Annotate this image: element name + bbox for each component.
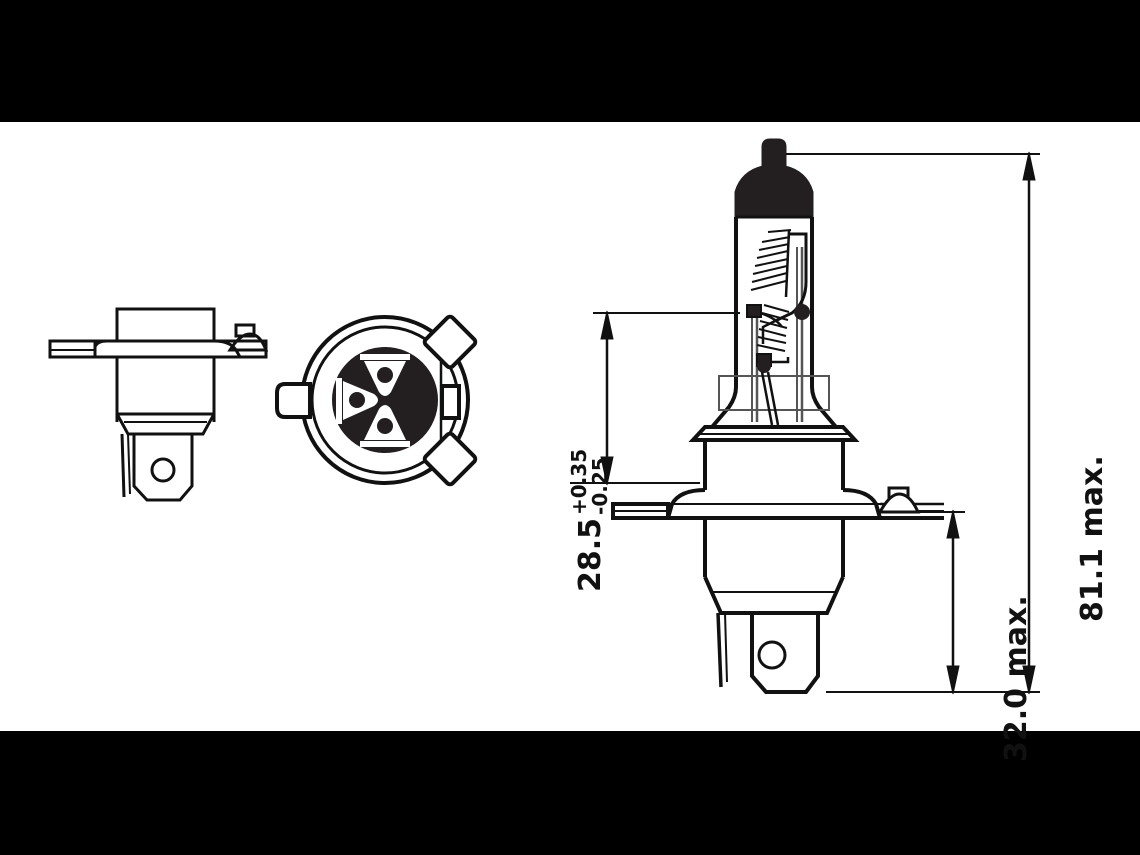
dim-285-value: 28.5 bbox=[573, 517, 608, 592]
view-bottom-base bbox=[275, 314, 478, 487]
letterbox-top-bar bbox=[0, 0, 1140, 122]
dim-285-tol-upper: +0.35 bbox=[567, 448, 591, 515]
contact-top bbox=[360, 354, 410, 396]
technical-drawing-canvas: 28.5+0.35-0.25 32.0 max. 81.1 max. bbox=[0, 122, 1140, 762]
contact-left bbox=[336, 378, 378, 424]
dimension-label-32-0: 32.0 max. bbox=[999, 595, 1034, 762]
lamp-drawing bbox=[48, 138, 1040, 695]
dim-285-tolerance: +0.35-0.25 bbox=[567, 448, 612, 515]
dimension-lines bbox=[570, 151, 1040, 695]
view-front-lamp bbox=[611, 138, 944, 694]
dim-285-tol-lower: -0.25 bbox=[588, 457, 612, 515]
dimension-label-28-5: 28.5+0.35-0.25 bbox=[567, 448, 612, 592]
dimension-label-81-1: 81.1 max. bbox=[1075, 455, 1110, 622]
view-side-base bbox=[48, 307, 269, 502]
contact-bottom bbox=[360, 405, 410, 447]
letterbox-bottom-bar bbox=[0, 731, 1140, 855]
